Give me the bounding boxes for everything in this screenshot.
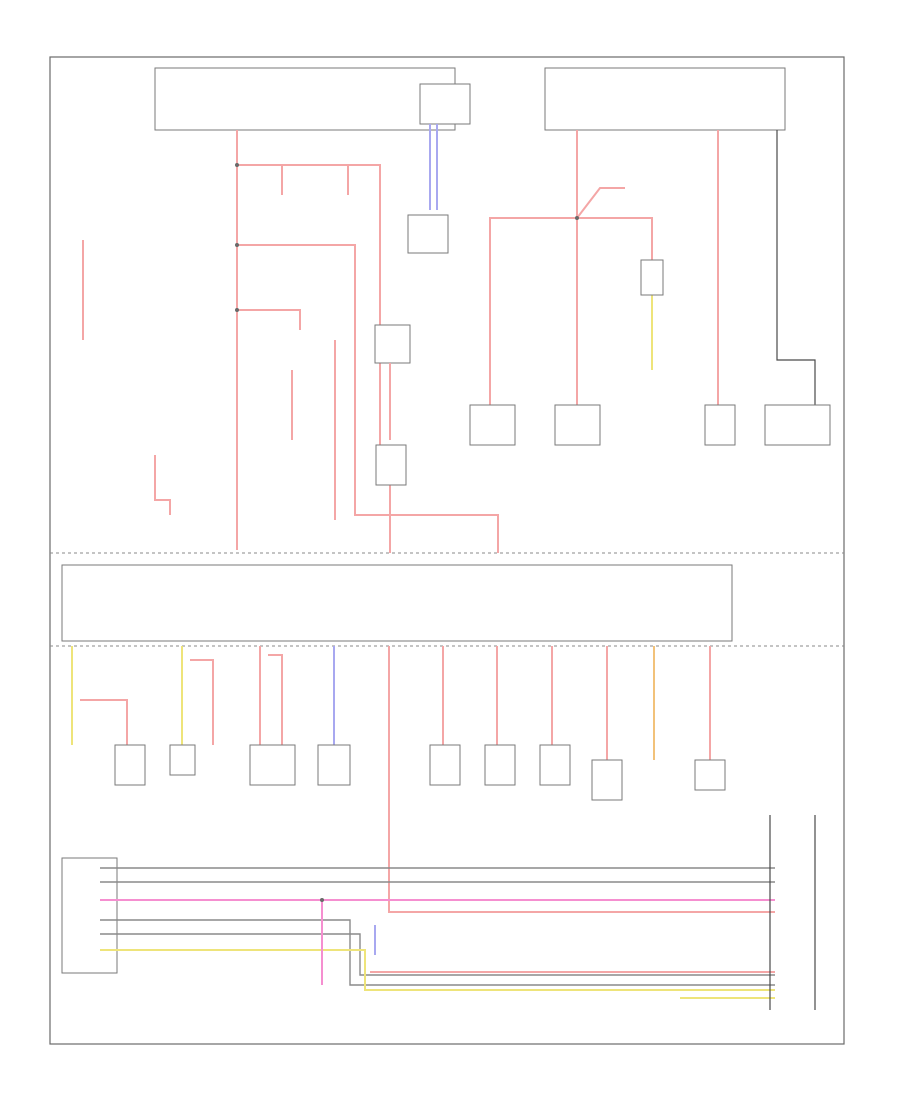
center-module-box <box>375 444 407 486</box>
starter-box <box>764 404 831 446</box>
module-box-1 <box>469 404 516 446</box>
connector-dot <box>320 898 324 902</box>
diagram-frame <box>49 56 845 1045</box>
battery-switch-box <box>419 83 471 125</box>
component-box-6 <box>484 744 516 786</box>
component-box-3 <box>249 744 296 786</box>
bus-line-7 <box>100 949 775 991</box>
component-box-4 <box>317 744 351 786</box>
feed-branch-mid <box>237 244 499 553</box>
feed-branch-relay <box>237 309 301 330</box>
connector-dot <box>235 163 239 167</box>
starter-wire <box>776 130 816 410</box>
fuse-drop-3b <box>190 659 214 745</box>
component-box-8 <box>591 759 623 801</box>
bus-line-5 <box>100 933 775 976</box>
central-fuse-panel <box>61 564 733 642</box>
component-box-5 <box>429 744 461 786</box>
component-box-1 <box>114 744 146 786</box>
gateway-module-box <box>61 857 118 974</box>
connector-dot <box>575 216 579 220</box>
bus-line-4 <box>100 919 775 986</box>
right-module-box <box>640 259 664 296</box>
top-fuse-box-right <box>544 67 786 131</box>
component-box-7 <box>539 744 571 786</box>
connector-dot <box>235 308 239 312</box>
feed-branch-ignition <box>154 455 171 515</box>
module-box-2 <box>554 404 601 446</box>
battery-sensor-box <box>407 214 449 254</box>
center-relay-box <box>374 324 411 364</box>
right-branch-fuse <box>576 187 625 219</box>
right-branch-right <box>577 217 653 260</box>
module-box-3 <box>704 404 736 446</box>
component-box-2 <box>169 744 196 776</box>
fuse-drop-1b <box>80 699 128 745</box>
fuse-drop-6 <box>388 646 775 913</box>
feed-branch-top <box>237 164 391 553</box>
fuse-drop-4b <box>268 654 283 745</box>
connector-dot <box>235 243 239 247</box>
top-fuse-box-left <box>154 67 456 131</box>
component-box-9 <box>694 759 726 791</box>
right-branch-left <box>489 217 577 440</box>
